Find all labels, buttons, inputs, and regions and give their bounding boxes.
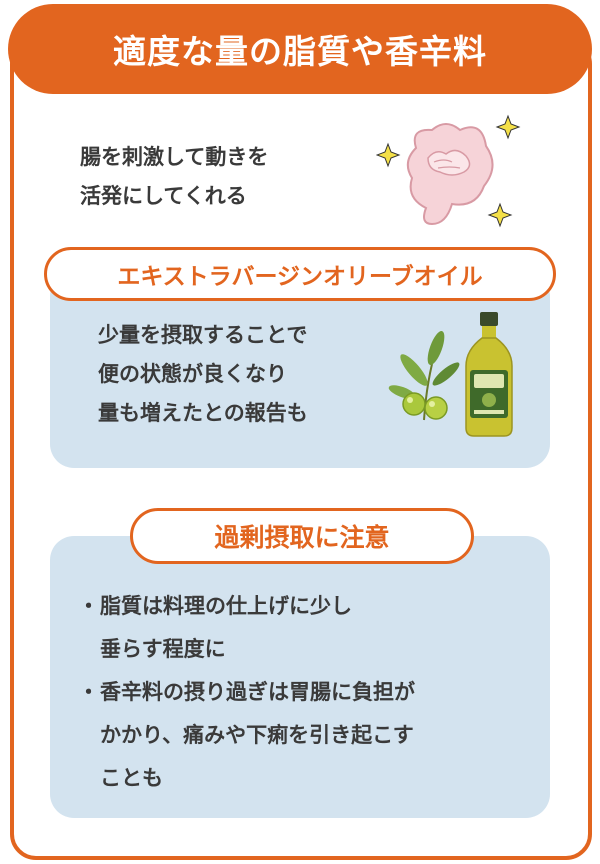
sparkle-icon xyxy=(376,142,401,168)
olive-oil-line: 量も増えたとの報告も xyxy=(98,401,308,425)
olive-oil-line: 便の状態が良くなり xyxy=(98,362,287,386)
intro-line: 腸を刺激して動きを xyxy=(80,145,269,169)
intro-text: 腸を刺激して動きを 活発にしてくれる xyxy=(80,138,268,216)
title-banner: 適度な量の脂質や香辛料 xyxy=(8,4,592,94)
intro-line: 活発にしてくれる xyxy=(80,184,247,208)
olive-oil-text: 少量を摂取することで 便の状態が良くなり 量も増えたとの報告も xyxy=(98,316,308,433)
bullet-mark: ・ xyxy=(78,680,99,704)
intestine-icon xyxy=(376,114,521,228)
warning-label: 過剰摂取に注意 xyxy=(130,508,474,564)
list-item-continuation: ことも xyxy=(100,766,163,790)
list-item: ・脂質は料理の仕上げに少し xyxy=(78,585,415,628)
warning-panel xyxy=(50,536,550,818)
sparkle-icon xyxy=(495,114,521,140)
olive-oil-line: 少量を摂取することで xyxy=(98,323,308,347)
list-item-continuation: 垂らす程度に xyxy=(100,637,226,661)
olive-branch-icon xyxy=(388,330,460,421)
list-item: ・香辛料の摂り過ぎは胃腸に負担が xyxy=(78,671,415,714)
bullet-mark: ・ xyxy=(78,594,99,618)
warning-list: ・脂質は料理の仕上げに少し 垂らす程度に ・香辛料の摂り過ぎは胃腸に負担が かか… xyxy=(78,585,415,800)
olive-oil-bottle-icon xyxy=(465,312,513,437)
list-item-continuation: かかり、痛みや下痢を引き起こす xyxy=(100,723,414,747)
olive-oil-label: エキストラバージンオリーブオイル xyxy=(44,247,556,301)
sparkle-icon xyxy=(487,202,513,228)
page-title: 適度な量の脂質や香辛料 xyxy=(113,32,487,71)
